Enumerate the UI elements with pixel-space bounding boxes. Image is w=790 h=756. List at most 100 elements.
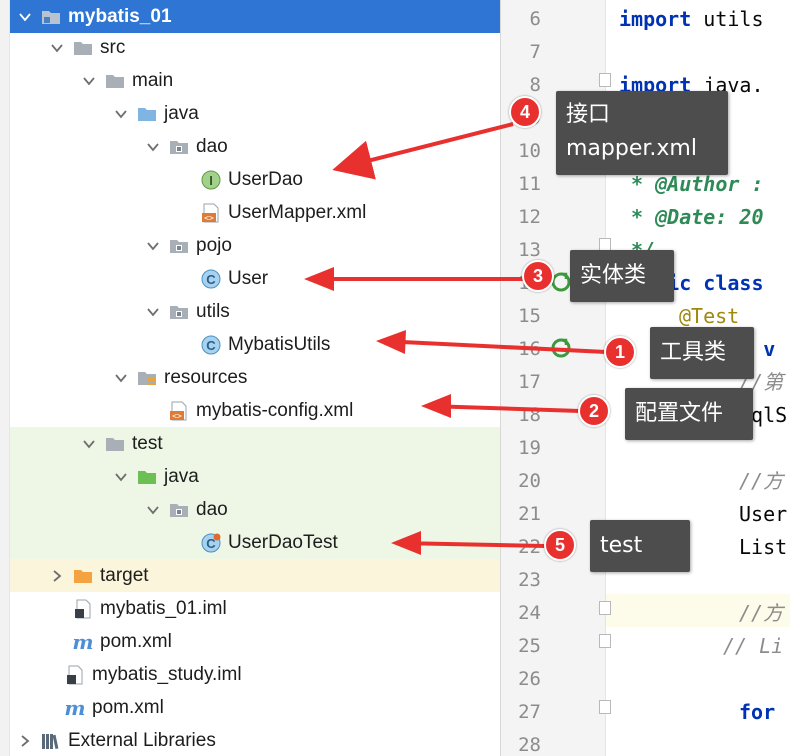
tree-item-label: src <box>100 36 126 58</box>
step-badge-5: 5 <box>544 529 576 561</box>
tree-spacer <box>144 394 162 427</box>
tree-item-mybatis-01[interactable]: mybatis_01 <box>10 0 500 33</box>
chevron-down-icon[interactable] <box>112 97 130 130</box>
fold-marker-icon[interactable] <box>599 601 611 615</box>
fold-marker-icon[interactable] <box>599 634 611 648</box>
step-badge-1: 1 <box>604 336 636 368</box>
line-number: 6 <box>529 8 541 30</box>
iml-file-icon <box>64 664 86 686</box>
chevron-right-icon[interactable] <box>16 724 34 756</box>
chevron-down-icon[interactable] <box>48 31 66 64</box>
chevron-down-icon[interactable] <box>80 64 98 97</box>
tree-item-java[interactable]: java <box>10 460 500 493</box>
code-text: utils <box>691 7 764 31</box>
tree-item-label: java <box>164 465 199 487</box>
svg-text:C: C <box>206 338 216 353</box>
tree-item-label: test <box>132 432 163 454</box>
code-line-21: User <box>739 502 788 526</box>
line-number: 26 <box>518 668 541 690</box>
tree-item-label: dao <box>196 135 228 157</box>
tree-item-utils[interactable]: utils <box>10 295 500 328</box>
tree-item-external-libraries[interactable]: External Libraries <box>10 724 500 756</box>
tree-item-label: pojo <box>196 234 232 256</box>
code-line-6: import utils <box>619 3 764 36</box>
line-number: 16 <box>518 338 541 360</box>
svg-text:m: m <box>72 631 93 653</box>
svg-text:<>: <> <box>204 213 214 222</box>
resources-folder-icon <box>136 367 158 389</box>
tree-item-label: mybatis-config.xml <box>196 399 354 421</box>
chevron-down-icon[interactable] <box>16 0 34 33</box>
tree-item-dao[interactable]: dao <box>10 493 500 526</box>
xml-file-icon: <> <box>168 400 190 422</box>
step-badge-2: 2 <box>578 395 610 427</box>
iml-file-icon <box>72 598 94 620</box>
chevron-down-icon[interactable] <box>80 427 98 460</box>
xml-file-icon: <> <box>200 202 222 224</box>
tree-item-label: target <box>100 564 149 586</box>
line-number: 28 <box>518 734 541 756</box>
code-line-24: //方 <box>739 601 784 625</box>
callout-interface: 接口 mapper.xml <box>556 91 728 175</box>
chevron-down-icon[interactable] <box>144 295 162 328</box>
tree-item-label: mybatis_01 <box>68 5 172 27</box>
tree-item-mybatis-config-xml[interactable]: <> mybatis-config.xml <box>10 394 500 427</box>
tree-item-main[interactable]: main <box>10 64 500 97</box>
line-number: 12 <box>518 206 541 228</box>
tree-item-java[interactable]: java <box>10 97 500 130</box>
tree-spacer <box>48 625 66 658</box>
code-line-22: List <box>739 535 788 559</box>
chevron-down-icon[interactable] <box>144 229 162 262</box>
line-number: 15 <box>518 305 541 327</box>
run-test-icon[interactable] <box>550 271 572 293</box>
package-icon <box>168 136 190 158</box>
code-line-20: //方 <box>739 469 784 493</box>
code-line-11: * @Author : <box>619 172 764 196</box>
fold-marker-icon[interactable] <box>599 73 611 87</box>
tree-item-pojo[interactable]: pojo <box>10 229 500 262</box>
test-class-icon: C <box>200 532 222 554</box>
tree-item-dao[interactable]: dao <box>10 130 500 163</box>
package-icon <box>168 499 190 521</box>
line-number: 18 <box>518 404 541 426</box>
svg-text:C: C <box>206 536 216 551</box>
callout-test: test <box>590 520 690 572</box>
tree-item-mybatis-01-iml[interactable]: mybatis_01.iml <box>10 592 500 625</box>
tree-spacer <box>48 592 66 625</box>
tree-item-label: mybatis_01.iml <box>100 597 227 619</box>
tree-item-label: java <box>164 102 199 124</box>
libraries-icon <box>40 730 62 752</box>
tree-item-label: External Libraries <box>68 729 216 751</box>
tree-item-test[interactable]: test <box>10 427 500 460</box>
folder-icon <box>104 70 126 92</box>
chevron-right-icon[interactable] <box>48 559 66 592</box>
tree-spacer <box>176 328 194 361</box>
tree-item-userdao[interactable]: I UserDao <box>10 163 500 196</box>
tree-item-label: UserDao <box>228 168 303 190</box>
line-number: 23 <box>518 569 541 591</box>
run-test-icon[interactable] <box>550 337 572 359</box>
line-number: 11 <box>518 173 541 195</box>
tree-item-usermapper-xml[interactable]: <>UserMapper.xml <box>10 196 500 229</box>
code-line-12: * @Date: 20 <box>619 205 764 229</box>
tree-item-resources[interactable]: resources <box>10 361 500 394</box>
chevron-down-icon[interactable] <box>112 460 130 493</box>
svg-text:I: I <box>209 173 213 188</box>
chevron-down-icon[interactable] <box>112 361 130 394</box>
tree-item-label: resources <box>164 366 248 388</box>
fold-marker-icon[interactable] <box>599 700 611 714</box>
chevron-down-icon[interactable] <box>144 493 162 526</box>
code-line-15: @Test <box>679 304 740 328</box>
tree-item-target[interactable]: target <box>10 559 500 592</box>
maven-file-icon: m <box>72 631 94 653</box>
tree-item-mybatis-study-iml[interactable]: mybatis_study.iml <box>10 658 500 691</box>
chevron-down-icon[interactable] <box>144 130 162 163</box>
line-number: 8 <box>529 74 541 96</box>
tree-item-src[interactable]: src <box>10 31 500 64</box>
line-number: 19 <box>518 437 541 459</box>
